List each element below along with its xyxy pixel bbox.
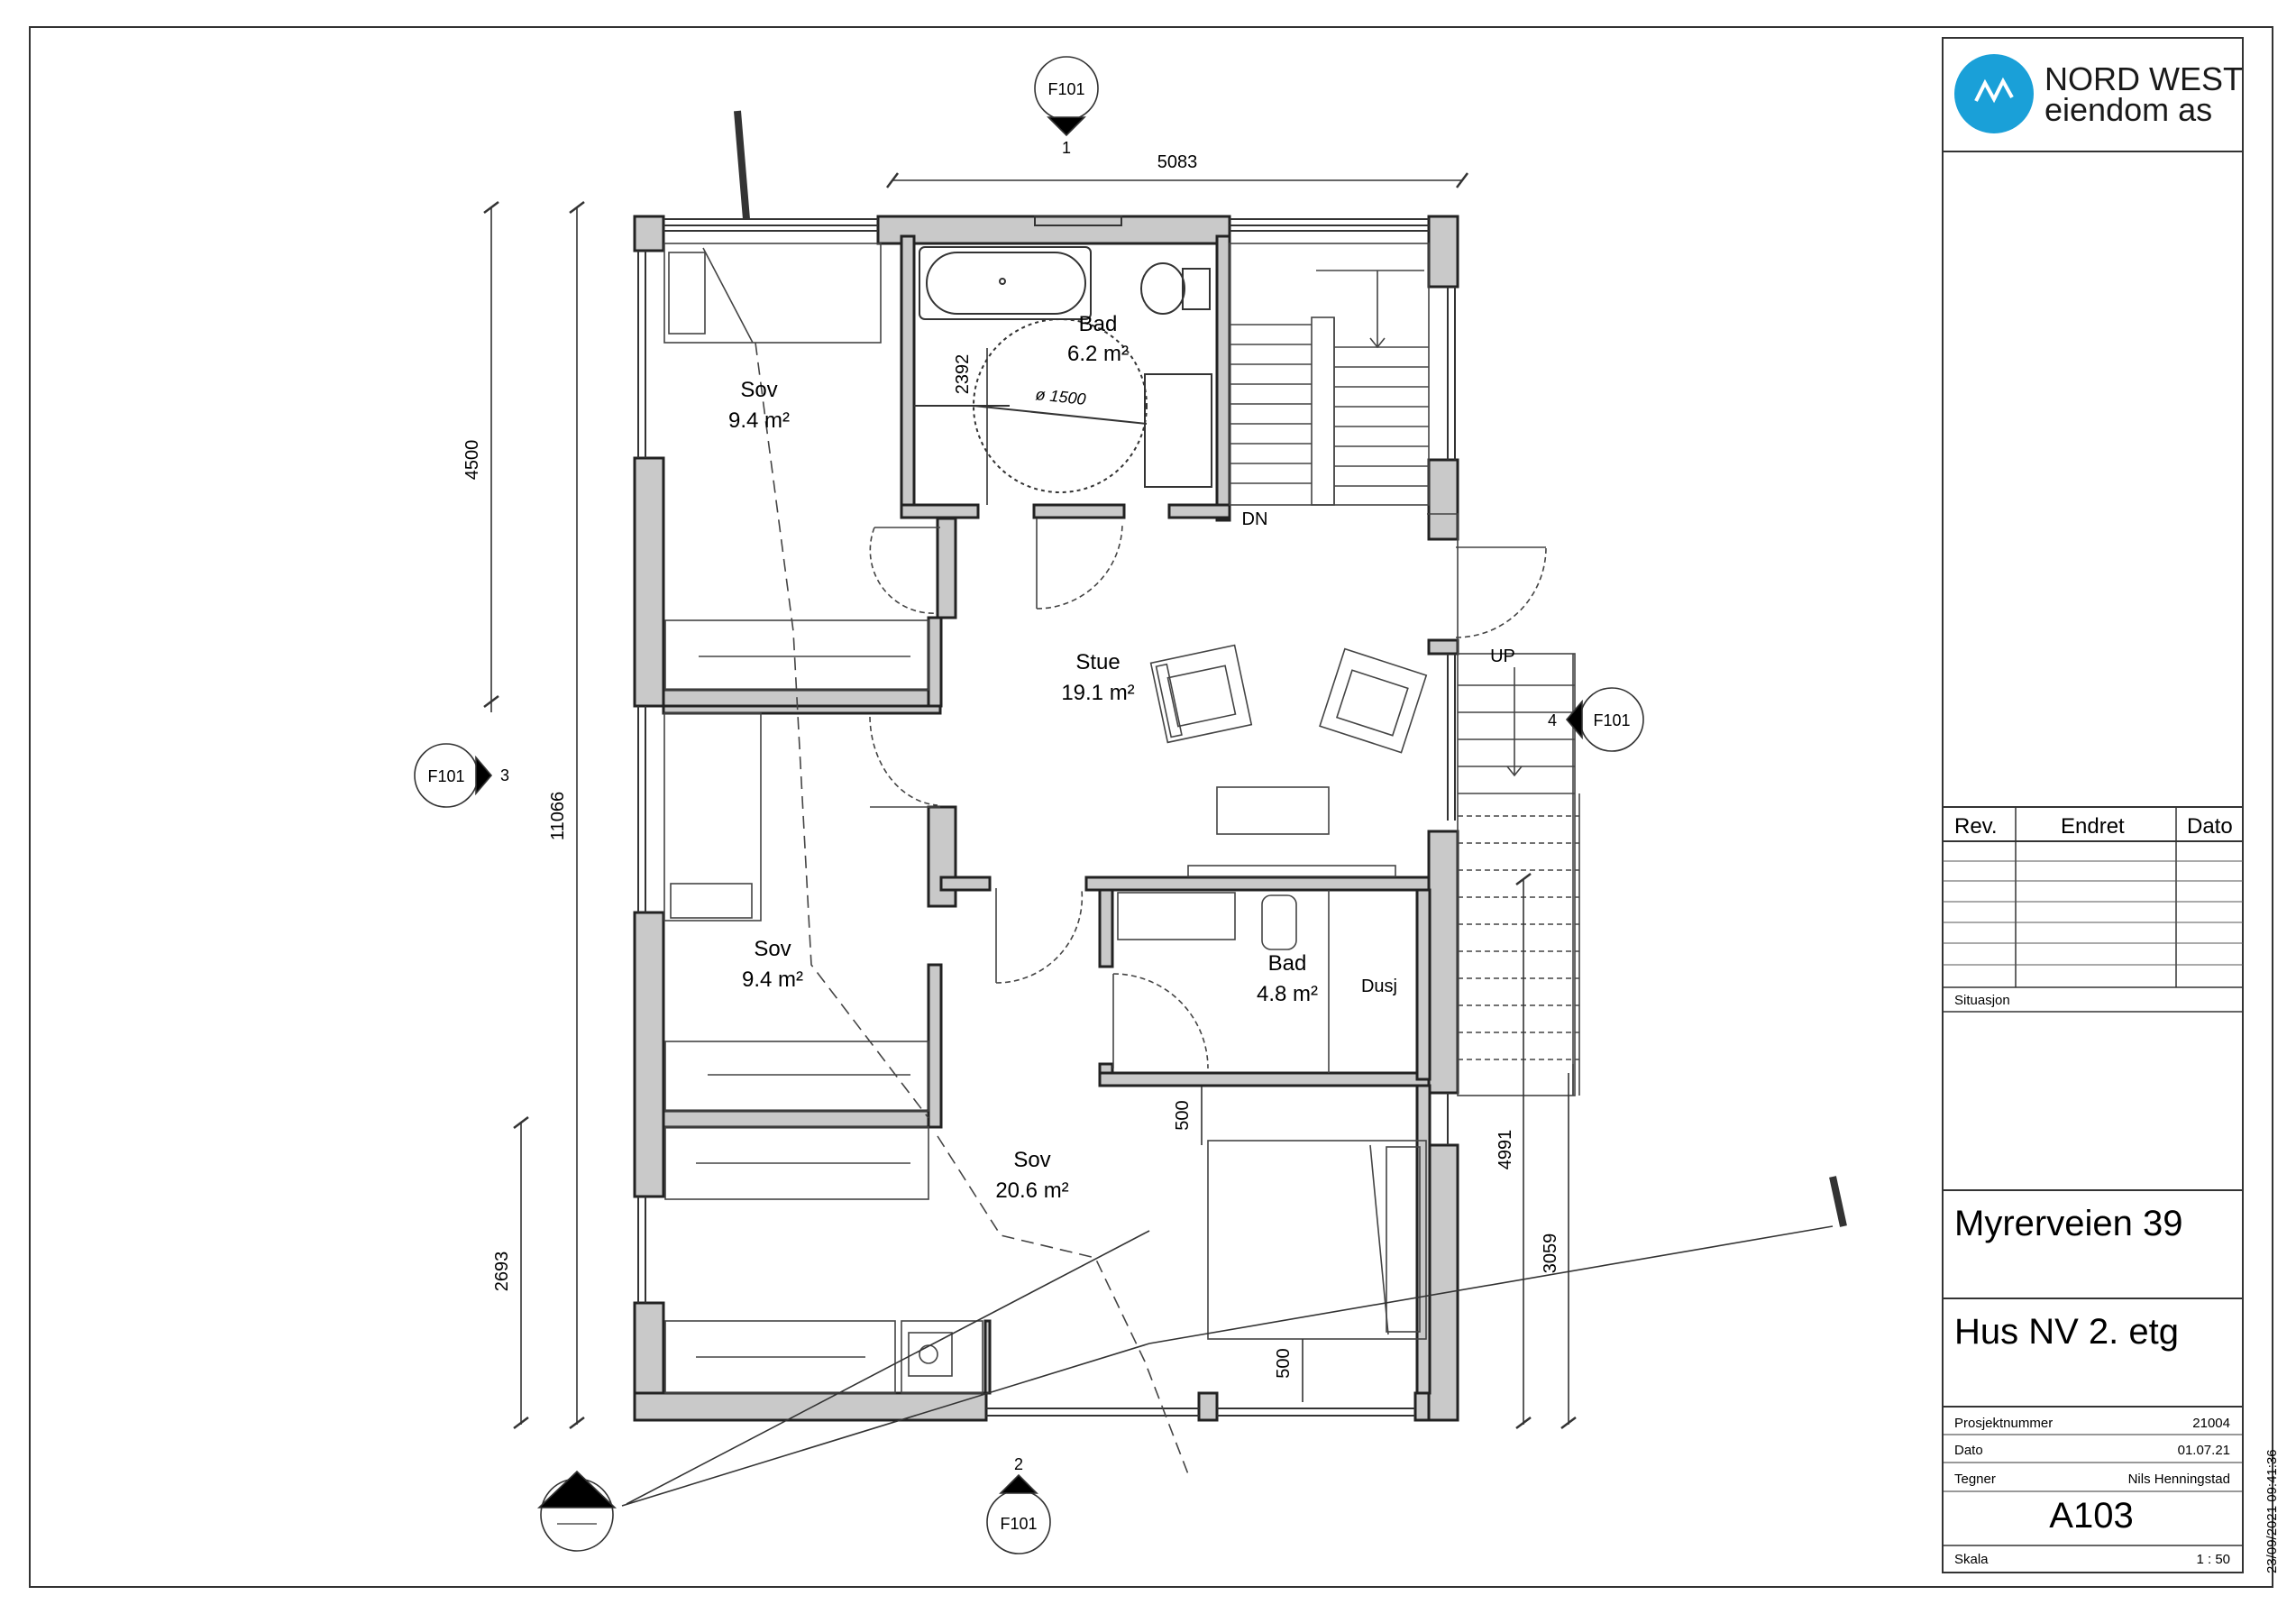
dato-value: 01.07.21 [2178, 1443, 2230, 1458]
up-label: UP [1490, 647, 1515, 666]
windows [637, 218, 1456, 1417]
dato-header: Dato [2187, 814, 2233, 839]
room-area-sov-1: 9.4 m² [728, 408, 790, 433]
dim-bath-depth: 2392 [953, 354, 973, 395]
tegner-label: Tegner [1954, 1472, 1996, 1487]
situasjon-label: Situasjon [1954, 993, 2010, 1008]
room-name-sov-2: Sov [754, 937, 791, 961]
dim-bed-500-top: 500 [1173, 1100, 1193, 1130]
skala-value: 1 : 50 [2196, 1552, 2230, 1567]
room-name-bad-1: Bad [1079, 312, 1118, 336]
prosjektnummer-label: Prosjektnummer [1954, 1416, 2053, 1431]
toilet [1182, 268, 1211, 310]
section-ref-4: F101 [1593, 711, 1630, 729]
prosjektnummer-value: 21004 [2192, 1416, 2230, 1431]
skala-label: Skala [1954, 1552, 1989, 1567]
endret-header: Endret [2061, 814, 2125, 839]
dim-right-3059: 3059 [1541, 1233, 1560, 1274]
exterior-walls [633, 215, 1459, 1422]
dim-top-width: 5083 [1157, 152, 1198, 172]
section-marker-labels: F101 1 F101 2 F101 3 F101 4 [427, 80, 1630, 1533]
company-logo-icon [1954, 54, 2034, 133]
dim-left-lower: 2693 [492, 1252, 512, 1292]
room-area-bad-1: 6.2 m² [1067, 342, 1129, 366]
floor-plan [414, 56, 1847, 1554]
section-markers [414, 56, 1644, 1554]
room-area-sov-2: 9.4 m² [742, 967, 803, 992]
dimension-lines [483, 172, 1577, 1429]
print-timestamp: 23/09/2021 09:41:36 [2264, 1449, 2280, 1573]
dimension-labels: 5083 4500 11066 2693 2392 4991 3059 500 … [462, 152, 1560, 1379]
section-ref-1: F101 [1047, 80, 1084, 98]
dn-label: DN [1242, 509, 1268, 529]
room-area-bad-2: 4.8 m² [1257, 982, 1318, 1006]
interior-walls [662, 234, 1432, 1395]
section-num-2: 2 [1014, 1455, 1023, 1473]
tegner-value: Nils Henningstad [2128, 1472, 2230, 1487]
sheet-number: A103 [2049, 1496, 2133, 1536]
logo-line-2: eiendom as [2044, 91, 2212, 128]
room-name-sov-1: Sov [740, 378, 777, 402]
diameter-label: ø 1500 [1035, 385, 1087, 408]
section-num-3: 3 [500, 766, 509, 784]
bathtub [919, 246, 1092, 320]
room-name-bad-2: Bad [1268, 951, 1307, 976]
section-ref-3: F101 [427, 767, 464, 785]
stairs [1229, 243, 1580, 1096]
sheet-border [29, 26, 2273, 1588]
room-name-sov-3: Sov [1013, 1148, 1050, 1172]
room-area-sov-3: 20.6 m² [995, 1178, 1068, 1203]
title-block: NORD WEST eiendom as Rev. Endret Dato Si… [1942, 37, 2280, 1573]
section-ref-2: F101 [1000, 1515, 1037, 1533]
dim-left-upper: 4500 [462, 440, 482, 481]
dim-right-4991: 4991 [1496, 1130, 1515, 1170]
drawing-title: Hus NV 2. etg [1954, 1312, 2179, 1352]
section-line [621, 110, 1847, 1507]
dusj-label: Dusj [1361, 977, 1397, 996]
dim-left-total: 11066 [548, 792, 568, 840]
doors [869, 518, 1547, 1069]
logo-line-1: NORD WEST [2044, 60, 2243, 97]
section-num-1: 1 [1062, 139, 1071, 157]
room-name-stue: Stue [1075, 650, 1120, 674]
dim-bed-500-bottom: 500 [1274, 1348, 1294, 1378]
dashed-guides [755, 342, 1191, 1480]
turning-circle [973, 318, 1148, 493]
bathroom-fixtures [914, 216, 1212, 493]
address-text: Myrerveien 39 [1954, 1204, 2182, 1243]
room-labels: Bad 6.2 m² Sov 9.4 m² Stue 19.1 m² Sov 9… [728, 312, 1515, 1203]
rev-header: Rev. [1954, 814, 1998, 839]
room-area-stue: 19.1 m² [1061, 681, 1134, 705]
section-num-4: 4 [1548, 711, 1557, 729]
furniture [663, 243, 1428, 1394]
dato-label: Dato [1954, 1443, 1983, 1458]
